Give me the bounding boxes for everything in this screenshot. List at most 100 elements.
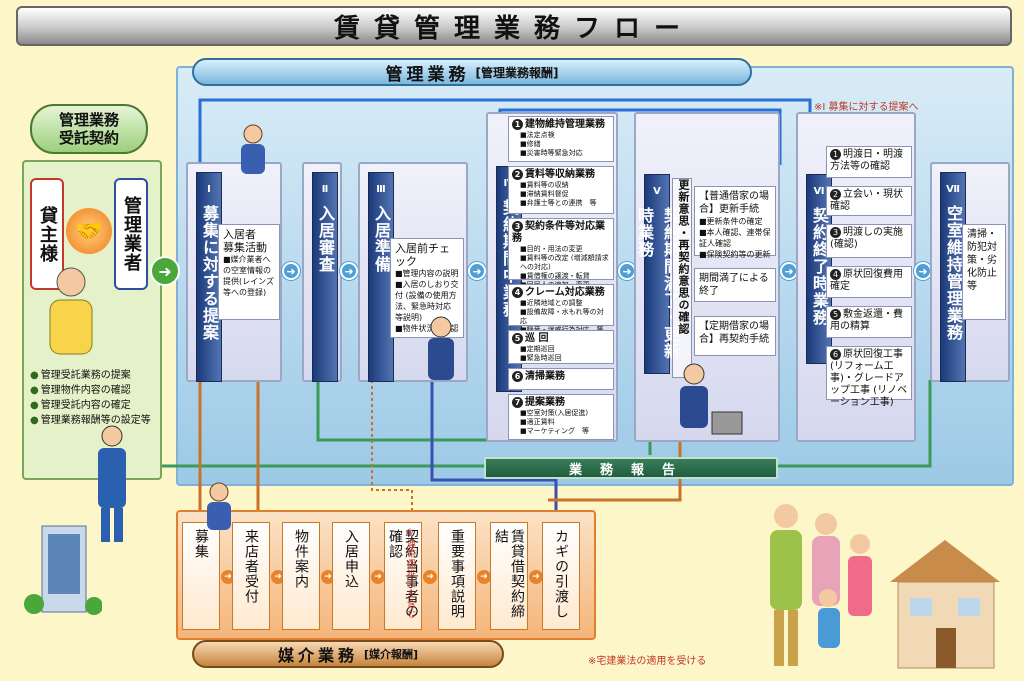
step-6-card-text: 立会い・現状確認 — [830, 189, 903, 212]
task-number-badge: 7 — [512, 397, 523, 408]
brokerage-arrow-icon: ➜ — [321, 570, 335, 584]
step-6-card-text: 原状回復工事 (リフォーム工事)・グレードアップ工事 (リノベーション工事) — [830, 349, 908, 408]
step-5-card-title: 【定期借家の場合】再契約手続 — [699, 321, 769, 345]
step-4-task: 4クレーム対応業務■近隣地域との調整■設備故障・水もれ等の対応■騒音・迷惑行為対… — [508, 284, 614, 334]
brokerage-step-label: 来店者受付 — [243, 529, 259, 604]
step-6-numeral: Ⅵ — [813, 186, 825, 197]
step-5-card-sub: ■本人確認、連帯保証人確認 — [699, 228, 771, 248]
brokerage-arrow-icon: ➜ — [221, 570, 235, 584]
brokerage-arrow-icon: ➜ — [529, 570, 543, 584]
task-sub-item: ■賃借権の譲渡・転貸 — [520, 272, 590, 280]
task-sub-item: ■設備故障・水もれ等の対応 — [520, 308, 604, 325]
owner-bullet: 管理受託業務の提案 — [30, 368, 160, 383]
step-6-number-badge: 6 — [830, 349, 841, 360]
task-sub-item: ■災害時等緊急対応 — [520, 149, 583, 157]
task-number-badge: 3 — [512, 221, 523, 232]
task-number-badge: 2 — [512, 169, 523, 180]
step-arrow-icon: ➜ — [282, 262, 300, 280]
step-6-number-badge: 3 — [830, 227, 841, 238]
step-2-numeral: Ⅱ — [321, 184, 329, 195]
brokerage-step-label: 重要事項説明 — [449, 529, 465, 619]
brokerage-header: 媒介業務 [媒介報酬] — [192, 640, 504, 668]
task-title-text: 巡 回 — [525, 333, 549, 344]
brokerage-step: 入居申込 — [332, 522, 370, 630]
manager-person-icon — [92, 424, 132, 544]
brokerage-step: 募集 — [182, 522, 220, 630]
staff-man-icon — [424, 316, 458, 382]
staff-woman-icon — [238, 124, 268, 176]
report-line-1 — [316, 380, 492, 442]
brokerage-arrow-icon: ➜ — [423, 570, 437, 584]
step-2-box: Ⅱ 入居審査 — [302, 162, 342, 382]
brokerage-step-label: 物件案内 — [293, 529, 309, 589]
step-1-numeral: Ⅰ — [207, 184, 211, 195]
management-header-title: 管理業務 — [385, 64, 470, 85]
step-5-card-sub: ■更新条件の確定 — [699, 217, 763, 226]
brokerage-step-label: 入居申込 — [343, 529, 359, 589]
brokerage-arrow-icon: ➜ — [271, 570, 285, 584]
role-owner: 貸主様 — [30, 178, 64, 290]
task-sub-item: ■定期巡回 — [520, 345, 555, 353]
orange-dotted-line — [371, 380, 413, 520]
step-5-numeral: Ⅴ — [653, 186, 661, 197]
handshake-icon: 🤝 — [66, 208, 112, 254]
step-1-header: Ⅰ 募集に対する提案 — [196, 172, 222, 382]
step-3-card-item: ■入居のしおり交付 (設備の使用方法、緊急時対応 等説明) — [395, 280, 459, 322]
owner-header-line2: 受託契約 — [58, 129, 119, 147]
office-building-icon — [22, 520, 103, 616]
step-6-card-text: 明渡しの実施(確認) — [830, 227, 903, 250]
step-3-label: 入居準備 — [372, 205, 391, 273]
step-6-card-text: 明渡日・明渡方法等の確認 — [830, 149, 903, 172]
brokerage-step: 重要事項説明 — [438, 522, 476, 630]
staff-computer-icon — [672, 362, 744, 446]
owner-bullet: 管理物件内容の確認 — [30, 383, 160, 398]
task-sub-item: ■弁護士等との連携 等 — [520, 199, 597, 207]
management-header: 管理業務 [管理業務報酬] — [192, 58, 752, 86]
brokerage-step-label: 契約当事者の確認 — [387, 529, 419, 619]
business-report-bar: 業務報告 — [484, 457, 778, 479]
brokerage-step-label: 募集 — [193, 529, 209, 559]
task-sub-item: ■緊急時巡回 — [520, 354, 562, 362]
step-3-card-item: ■物件状況の確認 — [395, 324, 459, 333]
task-sub-item: ■法定点検 — [520, 131, 555, 139]
step-5-card: 【定期借家の場合】再契約手続 — [694, 316, 776, 356]
task-title-text: 契約条件等対応業務 — [512, 221, 605, 244]
step-6-number-badge: 1 — [830, 149, 841, 160]
task-sub-item: ■空室対策(入居促進) — [520, 409, 589, 417]
step-arrow-icon: ➜ — [340, 262, 358, 280]
management-header-fee: [管理業務報酬] — [475, 65, 559, 80]
brokerage-step-label: カギの引渡し — [553, 529, 569, 619]
title-bar: 賃貸管理業務フロー — [16, 6, 1012, 46]
step-3-box: Ⅲ 入居準備 入居前チェック ■管理内容の説明 ■入居のしおり交付 (設備の使用… — [358, 162, 468, 382]
step-1-card: 入居者 募集活動 ■媒介業者への空室情報の提供(レインズ等への登録) — [218, 224, 280, 320]
step-6-number-badge: 4 — [830, 269, 841, 280]
step-1-label: 募集に対する提案 — [200, 205, 219, 341]
task-number-badge: 5 — [512, 333, 523, 344]
task-title-text: クレーム対応業務 — [525, 287, 605, 298]
step-7-numeral: Ⅶ — [946, 184, 960, 195]
house-icon — [880, 532, 1010, 672]
brokerage-step: 物件案内 — [282, 522, 320, 630]
broker-woman-icon — [204, 482, 234, 532]
step-2-label: 入居審査 — [316, 205, 335, 273]
task-number-badge: 6 — [512, 371, 523, 382]
brokerage-step-label: 賃貸借契約締結 — [493, 529, 525, 619]
task-number-badge: 4 — [512, 287, 523, 298]
step-3-card-item: ■管理内容の説明 — [395, 269, 459, 278]
task-sub-item: ■修繕 — [520, 140, 541, 148]
step-5-card: 期間満了による終了 — [694, 268, 776, 302]
owner-bullet: 管理受託内容の確定 — [30, 398, 160, 413]
step-6-number-badge: 5 — [830, 309, 841, 320]
owner-bullets: 管理受託業務の提案 管理物件内容の確認 管理受託内容の確定 管理業務報酬等の設定… — [30, 368, 160, 428]
